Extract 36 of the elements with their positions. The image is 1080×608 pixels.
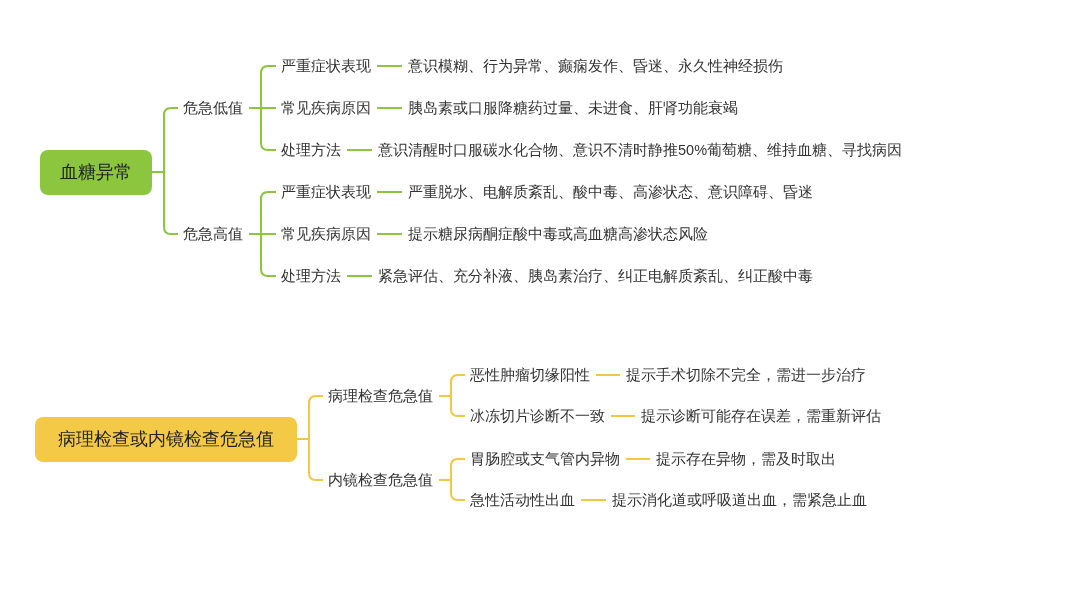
- topic-label: 内镜检查危急值: [328, 470, 433, 490]
- topic-label: 提示糖尿病酮症酸中毒或高血糖高渗状态风险: [408, 224, 708, 244]
- topic-label: 紧急评估、充分补液、胰岛素治疗、纠正电解质紊乱、纠正酸中毒: [378, 266, 813, 286]
- topic-label: 危急高值: [183, 224, 243, 244]
- topic-label: 胰岛素或口服降糖药过量、未进食、肝肾功能衰竭: [408, 98, 738, 118]
- connector-line: [376, 107, 403, 109]
- topic-label: 提示手术切除不完全，需进一步治疗: [626, 365, 866, 385]
- topic-label: 处理方法: [281, 266, 341, 286]
- connector-line: [610, 415, 636, 417]
- topic-label: 冰冻切片诊断不一致: [470, 406, 605, 426]
- connector-line: [376, 191, 403, 193]
- connector-line: [376, 233, 403, 235]
- topic-box: 血糖异常: [40, 149, 152, 195]
- topic-label: 急性活动性出血: [470, 490, 575, 510]
- topic-label: 常见疾病原因: [281, 98, 371, 118]
- connector-line: [346, 275, 373, 277]
- connector-line: [376, 65, 403, 67]
- topic-label: 严重症状表现: [281, 56, 371, 76]
- connector-line: [346, 149, 373, 151]
- topic-label: 常见疾病原因: [281, 224, 371, 244]
- topic-box: 病理检查或内镜检查危急值: [35, 416, 297, 462]
- connector-line: [595, 374, 621, 376]
- topic-label: 意识模糊、行为异常、癫痫发作、昏迷、永久性神经损伤: [408, 56, 783, 76]
- topic-label: 危急低值: [183, 98, 243, 118]
- topic-label: 严重症状表现: [281, 182, 371, 202]
- topic-label: 处理方法: [281, 140, 341, 160]
- topic-label: 病理检查危急值: [328, 386, 433, 406]
- connector-line: [625, 458, 651, 460]
- connector-line: [580, 499, 607, 501]
- topic-label: 严重脱水、电解质紊乱、酸中毒、高渗状态、意识障碍、昏迷: [408, 182, 813, 202]
- topic-label: 提示消化道或呼吸道出血，需紧急止血: [612, 490, 867, 510]
- topic-label: 提示存在异物，需及时取出: [656, 449, 836, 469]
- topic-label: 提示诊断可能存在误差，需重新评估: [641, 406, 881, 426]
- topic-label: 胃肠腔或支气管内异物: [470, 449, 620, 469]
- topic-label: 意识清醒时口服碳水化合物、意识不清时静推50%葡萄糖、维持血糖、寻找病因: [378, 140, 903, 160]
- topic-label: 恶性肿瘤切缘阳性: [470, 365, 590, 385]
